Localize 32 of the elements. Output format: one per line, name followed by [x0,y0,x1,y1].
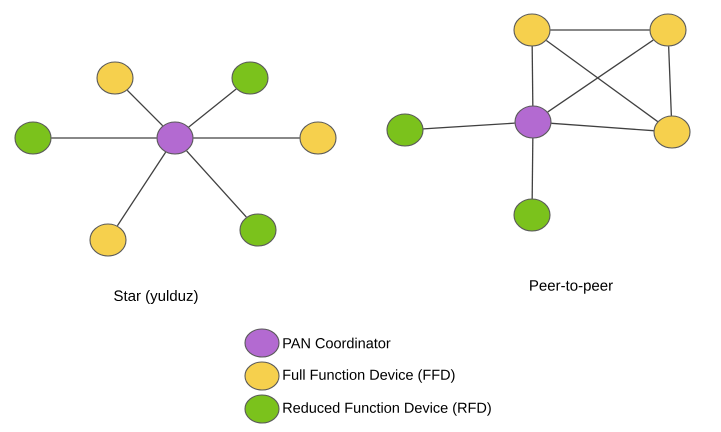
device-circle [513,198,551,232]
device-circle [239,213,277,247]
link-line [532,46,534,106]
link-line [668,46,672,116]
link-line [188,88,237,128]
legend-text: Full Function Device (FFD) [283,369,454,383]
link-line [126,90,164,126]
link-line [186,150,247,218]
link-line [532,138,534,198]
device-circle [649,13,687,47]
link-line [423,122,515,130]
device-circle [299,121,337,155]
device-circle [89,223,127,257]
link-line [547,40,654,112]
link-line [551,122,654,132]
device-circle [14,121,52,155]
device-circle [231,61,269,95]
device-circle [96,61,134,95]
device-circle [156,121,194,155]
link-line [194,137,300,139]
caption-text: Peer-to-peer [530,280,613,294]
link-line [550,29,650,31]
link-line [116,152,166,226]
device-circle [514,105,552,139]
legend-text: PAN Coordinator [283,338,390,348]
link-line [546,40,658,122]
caption-text: Star (yulduz) [114,290,198,304]
device-circle [386,113,424,147]
link-line [52,137,156,139]
device-circle [513,13,551,47]
legend-text: Reduced Function Device (RFD) [283,402,491,416]
device-circle [653,115,691,149]
